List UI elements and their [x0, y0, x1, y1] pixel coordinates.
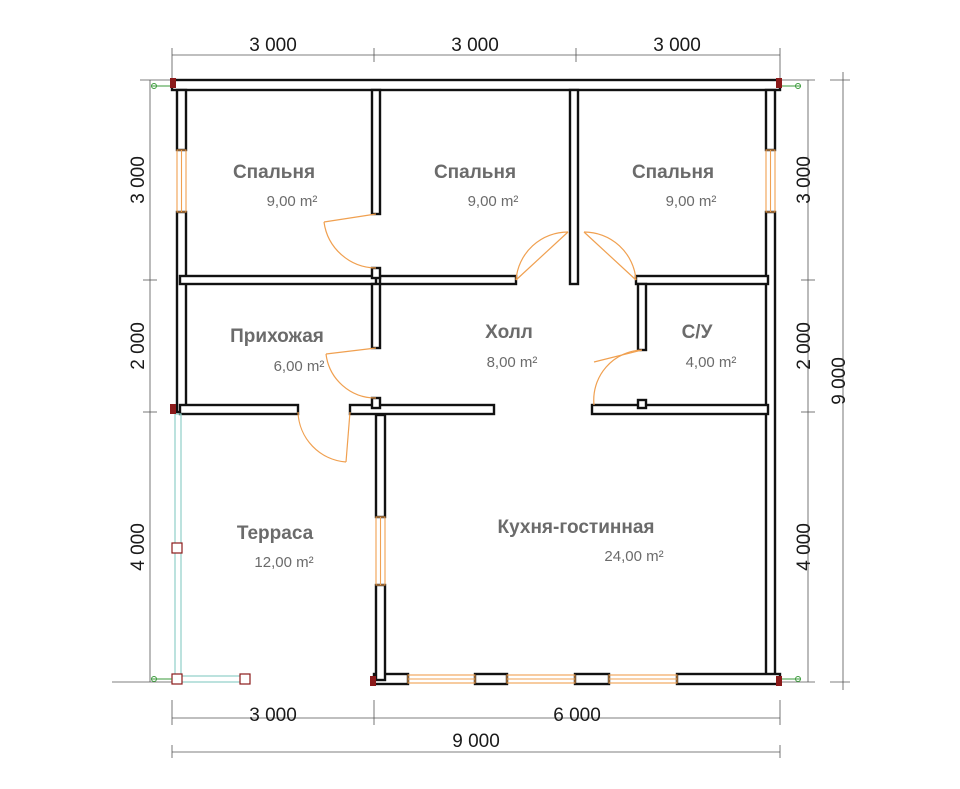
door-entrance — [297, 411, 351, 463]
wall-bedroom-divider-2 — [568, 88, 580, 286]
room-name-bedroom-1: Спальня — [233, 162, 315, 183]
wall-bottom-3 — [573, 672, 611, 686]
terrace-post-3 — [239, 673, 251, 685]
room-area-bedroom-2: 9,00 m² — [468, 193, 519, 210]
terrace-post-2 — [171, 673, 183, 685]
dim-left-3: 4 000 — [128, 523, 149, 571]
room-name-bathroom: С/У — [682, 322, 713, 343]
wall-bottom-4 — [675, 672, 782, 686]
dim-right-1: 3 000 — [794, 156, 815, 204]
room-name-hallway: Прихожая — [230, 326, 324, 347]
room-name-bedroom-2: Спальня — [434, 162, 516, 183]
wall-left-2 — [175, 210, 188, 414]
room-name-kitchen-living: Кухня-гостинная — [497, 517, 654, 538]
wall-stub-2 — [370, 396, 382, 410]
room-name-terrace: Терраса — [237, 523, 314, 544]
corner-markers — [151, 78, 801, 686]
dim-bottom-2: 6 000 — [553, 705, 601, 726]
windows — [176, 149, 776, 684]
door-bathroom — [593, 349, 643, 406]
wall-bedrooms-bottom-right — [634, 274, 770, 286]
room-area-kitchen-living: 24,00 m² — [604, 548, 663, 565]
door-bedroom-1 — [323, 213, 377, 269]
dim-top-1: 3 000 — [249, 35, 297, 56]
room-name-bedroom-3: Спальня — [632, 162, 714, 183]
room-area-terrace: 12,00 m² — [254, 554, 313, 571]
wall-bedrooms-bottom-left — [178, 274, 378, 286]
dim-right-2: 2 000 — [794, 322, 815, 370]
room-name-hall: Холл — [485, 322, 533, 343]
wall-mid-1 — [178, 403, 300, 416]
dimension-lines — [112, 48, 850, 758]
wall-hall-divider — [370, 282, 382, 350]
wall-stub-1 — [370, 266, 382, 280]
dim-right-total: 9 000 — [829, 357, 850, 405]
room-labels: Спальня 9,00 m² Спальня 9,00 m² Спальня … — [230, 162, 736, 571]
dim-right-3: 4 000 — [794, 523, 815, 571]
dimension-labels: 3 000 3 000 3 000 3 000 2 000 4 000 3 00… — [128, 35, 850, 752]
room-area-bedroom-1: 9,00 m² — [267, 193, 318, 210]
room-area-hallway: 6,00 m² — [274, 358, 325, 375]
doors — [297, 213, 643, 463]
wall-bedroom-divider-1 — [370, 88, 382, 216]
wall-kitchen-left-1 — [374, 413, 387, 519]
terrace-post-1 — [171, 542, 183, 554]
wall-outer-top — [170, 78, 782, 92]
window-kitchen-bottom-1 — [407, 674, 476, 684]
room-area-bathroom: 4,00 m² — [686, 354, 737, 371]
wall-kitchen-left-2 — [374, 583, 387, 682]
door-bedroom-2 — [515, 231, 569, 281]
window-left-bedroom — [176, 149, 187, 213]
wall-bottom-2 — [473, 672, 509, 686]
room-area-hall: 8,00 m² — [487, 354, 538, 371]
wall-left-1 — [175, 88, 188, 152]
dim-left-1: 3 000 — [128, 156, 149, 204]
terrace-railing — [171, 413, 251, 685]
dim-bottom-1: 3 000 — [249, 705, 297, 726]
door-bedroom-3 — [583, 231, 637, 281]
dim-top-3: 3 000 — [653, 35, 701, 56]
wall-right-1 — [764, 88, 777, 152]
wall-mid-3 — [590, 403, 770, 416]
wall-bathroom-left — [636, 282, 648, 352]
wall-stub-3 — [636, 398, 648, 410]
window-right-bedroom — [765, 149, 776, 213]
window-kitchen-left — [375, 516, 386, 586]
dim-top-2: 3 000 — [451, 35, 499, 56]
wall-bedrooms-bottom-mid — [378, 274, 518, 286]
window-kitchen-bottom-2 — [506, 674, 576, 684]
door-prihozhaya — [325, 347, 377, 399]
dim-left-2: 2 000 — [128, 322, 149, 370]
window-kitchen-bottom-3 — [608, 674, 678, 684]
wall-mid-2 — [348, 403, 496, 416]
room-area-bedroom-3: 9,00 m² — [666, 193, 717, 210]
dim-bottom-total: 9 000 — [452, 731, 500, 752]
